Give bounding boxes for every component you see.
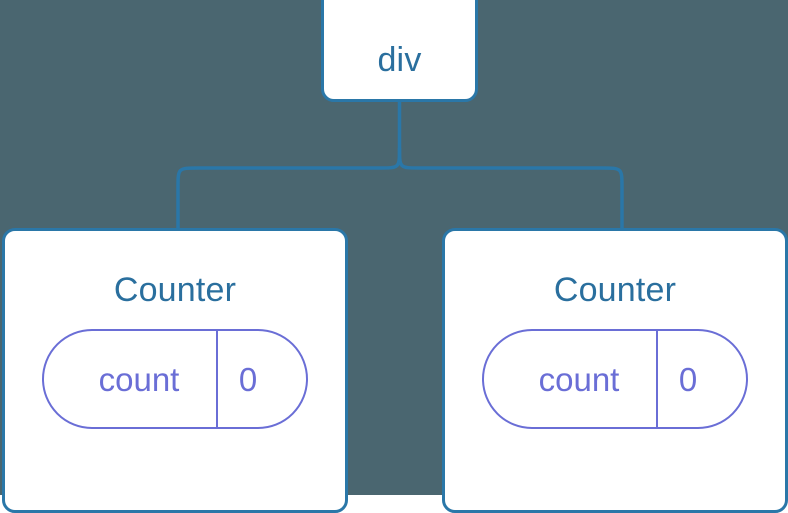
counter-node-2-state-value: 0 bbox=[678, 360, 698, 398]
connector-branch-right bbox=[397, 147, 624, 228]
counter-node-2[interactable]: Counter count 0 bbox=[442, 228, 788, 513]
counter-node-2-state-key: count bbox=[484, 331, 658, 427]
counter-node-1-title: Counter bbox=[113, 271, 237, 309]
connector-branch-left bbox=[176, 147, 402, 228]
counter-node-1[interactable]: Counter count 0 bbox=[2, 228, 348, 513]
counter-node-2-state-pill[interactable]: count 0 bbox=[482, 329, 748, 429]
counter-node-1-state-value: 0 bbox=[238, 360, 258, 398]
counter-node-2-title: Counter bbox=[553, 271, 677, 309]
counter-node-1-state-key: count bbox=[44, 331, 218, 427]
counter-node-1-state-pill[interactable]: count 0 bbox=[42, 329, 308, 429]
div-node-label: div bbox=[377, 41, 422, 79]
div-node[interactable]: div bbox=[321, 0, 478, 102]
